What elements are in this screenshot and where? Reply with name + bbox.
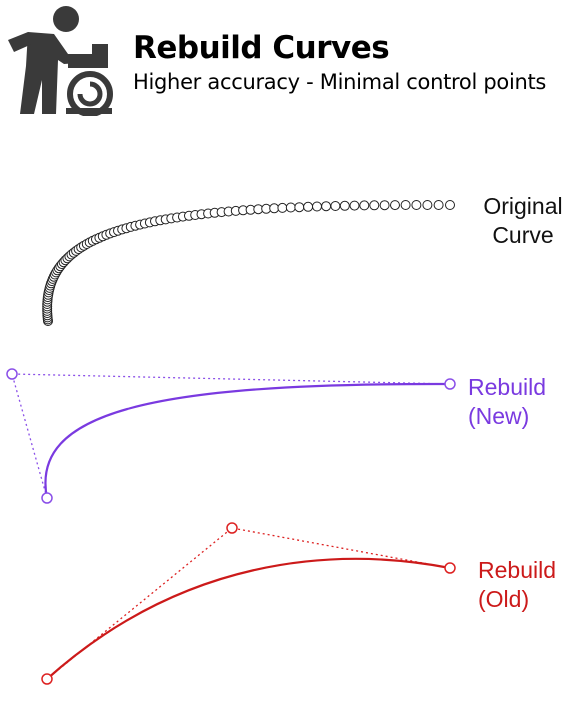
- original-curve-point: [359, 200, 370, 211]
- rebuild-new-label: Rebuild (New): [468, 373, 578, 431]
- original-curve-point: [269, 203, 280, 214]
- original-curve-point: [285, 202, 296, 213]
- rebuild-old-control-polygon: [46, 527, 451, 680]
- original-curve-point: [400, 200, 411, 210]
- original-curve-point: [303, 201, 314, 212]
- rebuild-new-label-line2: (New): [468, 403, 530, 429]
- original-curve-point: [369, 200, 380, 211]
- page-subtitle: Higher accuracy - Minimal control points: [133, 70, 547, 94]
- rebuild-new-control-point: [6, 368, 18, 380]
- original-curve-point: [390, 200, 400, 211]
- rebuild-old-curve-group: [41, 522, 456, 685]
- rebuild-old-label-line2: (Old): [478, 586, 530, 612]
- original-curve-point: [312, 201, 322, 212]
- rebuild-old-control-point: [41, 673, 53, 685]
- header: Rebuild Curves Higher accuracy - Minimal…: [0, 0, 578, 120]
- original-curve-points: [42, 200, 455, 326]
- original-curve-point: [321, 201, 332, 212]
- original-curve-point: [379, 200, 390, 211]
- original-curve-point: [330, 201, 341, 211]
- worker-rebuild-icon: [8, 6, 113, 116]
- rebuild-old-control-point: [444, 562, 456, 574]
- rebuild-new-control-point: [41, 492, 53, 504]
- original-curve-label: Original Curve: [470, 192, 576, 250]
- original-curve-label-line2: Curve: [492, 222, 554, 248]
- original-curve-point: [339, 200, 350, 211]
- rebuild-new-control-point: [444, 378, 456, 390]
- original-curve-point: [277, 202, 288, 213]
- rebuild-new-control-polygon: [11, 373, 451, 499]
- rebuild-old-curve: [46, 557, 451, 680]
- original-curve-point: [422, 200, 433, 210]
- rebuild-old-control-point: [226, 522, 238, 534]
- original-curve-point: [349, 200, 360, 211]
- original-curve-point: [445, 200, 455, 210]
- page-title: Rebuild Curves: [133, 30, 390, 66]
- original-curve-label-line1: Original: [483, 193, 563, 219]
- original-curve-point: [433, 200, 444, 210]
- original-curve-point: [294, 202, 305, 213]
- original-curve-point: [411, 200, 422, 210]
- rebuild-new-curve-group: [6, 368, 456, 504]
- rebuild-old-label-line1: Rebuild: [478, 557, 556, 583]
- rebuild-new-curve: [44, 382, 451, 499]
- rebuild-new-label-line1: Rebuild: [468, 374, 546, 400]
- rebuild-old-label: Rebuild (Old): [478, 556, 578, 614]
